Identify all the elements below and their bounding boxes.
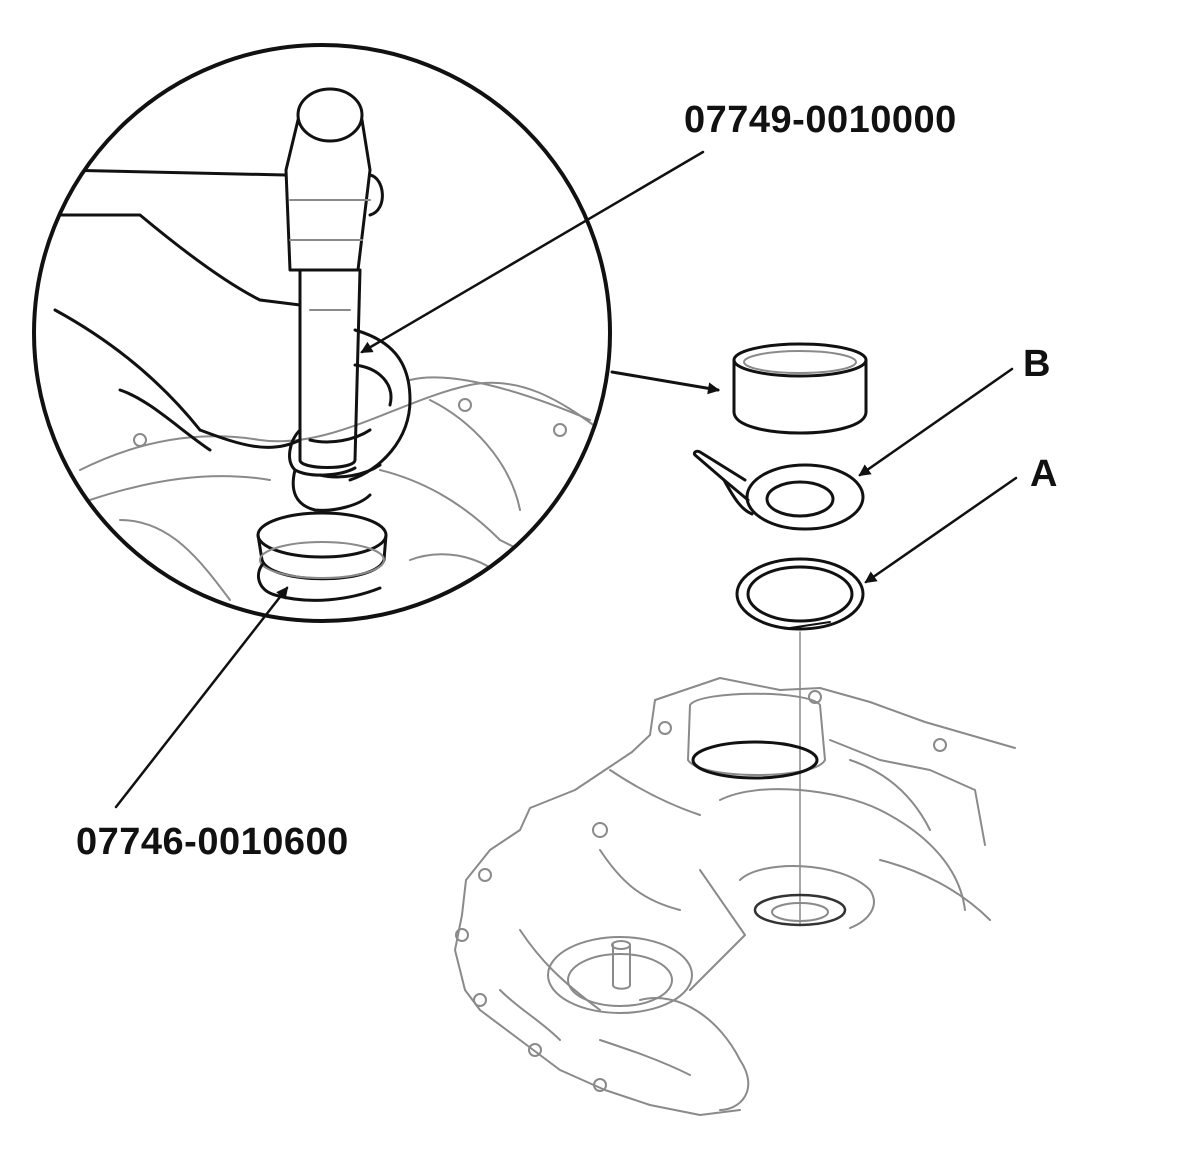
- hand-icon: [53, 168, 412, 512]
- part-a-ring: [735, 557, 865, 631]
- leader-part-a: [864, 476, 1018, 584]
- housing-detail: [79, 376, 601, 621]
- leader-tool-top: [360, 150, 705, 354]
- detail-magnifier-circle: [32, 43, 612, 623]
- seal-installer-tool: [256, 511, 388, 602]
- leader-tool-bottom: [114, 586, 289, 809]
- leader-part-b: [858, 367, 1014, 477]
- part-b-washer: [692, 449, 865, 531]
- tool-number-bottom-label: 07746-0010600: [76, 821, 349, 863]
- tool-number-top-label: 07749-0010000: [684, 99, 957, 141]
- detail-contents: [53, 87, 601, 621]
- sleeve-ring: [732, 342, 868, 435]
- hammer-icon: [284, 87, 384, 469]
- detail-to-parts-arrow: [610, 370, 720, 395]
- transmission-case: [454, 677, 1016, 1116]
- part-b-label: B: [1023, 343, 1051, 385]
- part-a-label: A: [1030, 453, 1058, 495]
- detail-view: [32, 43, 612, 623]
